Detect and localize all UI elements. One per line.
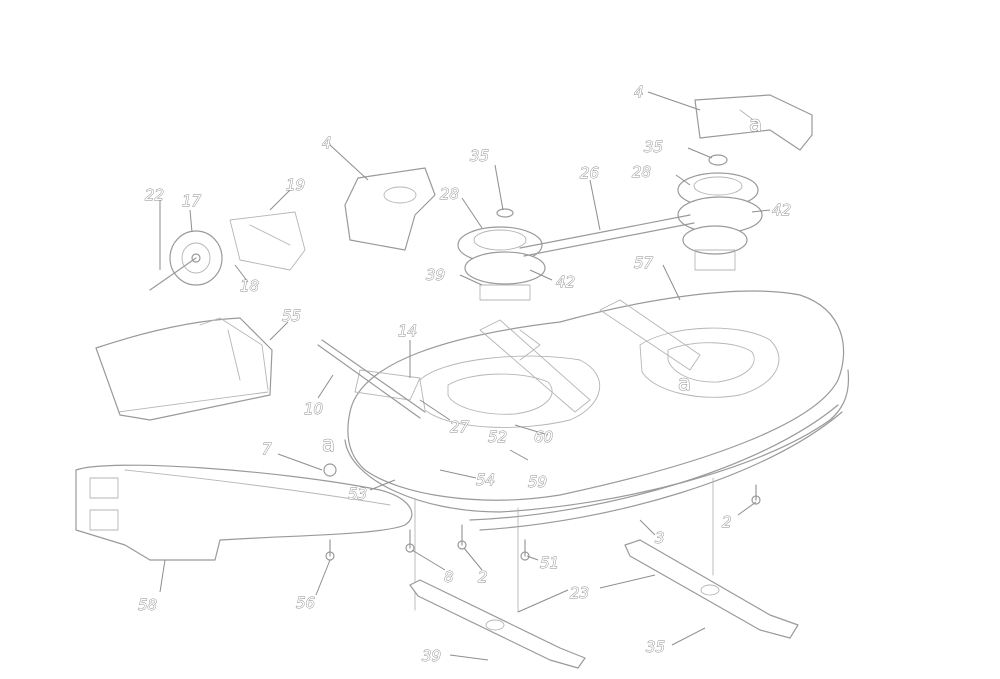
belt-guard-left bbox=[344, 167, 436, 251]
callout-54: 54 bbox=[476, 471, 495, 489]
belt-guard-right bbox=[694, 94, 813, 151]
leader-lines bbox=[159, 91, 771, 661]
callout-7: 7 bbox=[262, 440, 272, 458]
callout-27: 27 bbox=[450, 418, 470, 436]
left-spindle-pulley bbox=[457, 208, 546, 301]
callout-55: 55 bbox=[282, 307, 301, 325]
callout-35-top: 35 bbox=[470, 147, 489, 165]
callout-3: 3 bbox=[655, 529, 665, 547]
callout-58: 58 bbox=[138, 596, 157, 614]
callout-17: 17 bbox=[182, 192, 202, 210]
reference-letter-a-bracket: a bbox=[749, 112, 762, 136]
callout-19: 19 bbox=[286, 176, 305, 194]
callout-28-left: 28 bbox=[440, 185, 459, 203]
callout-53: 53 bbox=[348, 485, 367, 503]
callout-42-left: 42 bbox=[556, 273, 575, 291]
drive-rod bbox=[519, 214, 695, 257]
callout-56-right: 56 bbox=[296, 594, 315, 612]
callout-2-right: 2 bbox=[722, 513, 732, 531]
callout-4-left: 4 bbox=[322, 134, 332, 152]
mower-deck-housing bbox=[344, 290, 850, 613]
callout-4-top-right: 4 bbox=[634, 83, 644, 101]
callout-8: 8 bbox=[444, 568, 454, 586]
callout-26: 26 bbox=[580, 164, 599, 182]
callout-51: 51 bbox=[540, 554, 559, 572]
blade-left bbox=[409, 579, 586, 669]
right-spindle-pulley bbox=[677, 154, 763, 271]
callout-14: 14 bbox=[398, 322, 417, 340]
front-rod bbox=[317, 339, 426, 419]
hardware-bolts bbox=[323, 463, 761, 561]
callout-18: 18 bbox=[240, 277, 259, 295]
reference-letters: a a a bbox=[322, 112, 763, 457]
front-baffle bbox=[75, 464, 413, 561]
reference-letter-a-deck: a bbox=[678, 371, 691, 395]
callout-labels: 4 4 35 35 26 28 28 42 42 22 17 19 18 39 … bbox=[138, 83, 792, 666]
callout-57: 57 bbox=[634, 254, 654, 272]
reference-letter-a-left: a bbox=[322, 432, 335, 456]
callout-39-mid: 39 bbox=[426, 266, 445, 284]
callout-23: 23 bbox=[570, 584, 589, 602]
callout-52: 52 bbox=[488, 428, 507, 446]
callout-22: 22 bbox=[145, 186, 164, 204]
callout-42-right: 42 bbox=[772, 201, 791, 219]
blade-right bbox=[624, 539, 799, 639]
callout-39-bottom: 39 bbox=[422, 647, 441, 665]
callout-35-bottom: 35 bbox=[646, 638, 665, 656]
idler-pulley-assembly bbox=[149, 211, 306, 291]
callout-2-bottom: 2 bbox=[478, 568, 488, 586]
callout-28-right: 28 bbox=[632, 163, 651, 181]
callout-10: 10 bbox=[304, 400, 323, 418]
callout-60: 60 bbox=[534, 428, 553, 446]
callout-35-top-right: 35 bbox=[644, 138, 663, 156]
callout-59: 59 bbox=[528, 473, 547, 491]
side-deflector bbox=[95, 317, 273, 421]
